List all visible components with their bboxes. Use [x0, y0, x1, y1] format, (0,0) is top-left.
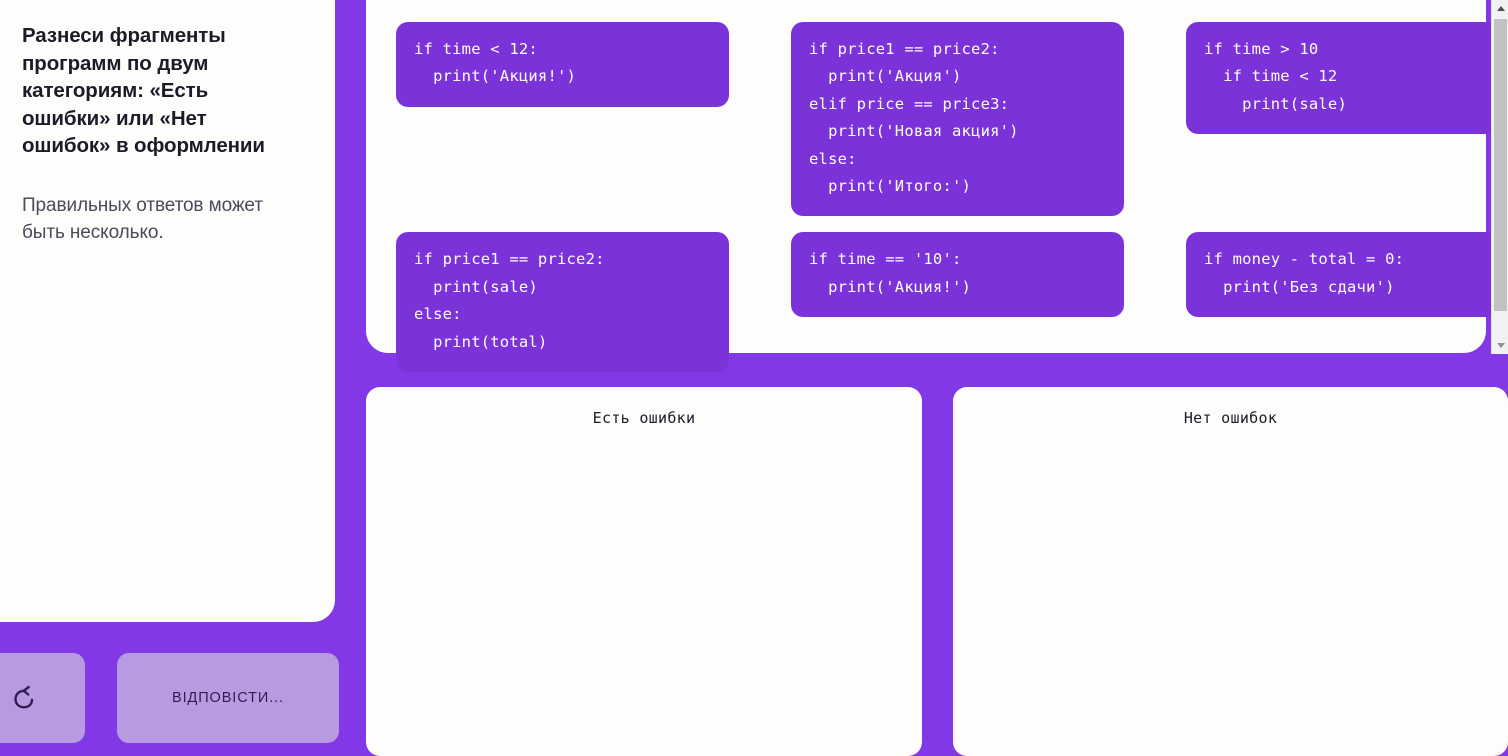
- code-fragment-card[interactable]: if price1 == price2: print('Акция') elif…: [791, 22, 1124, 217]
- dropzone-label: Есть ошибки: [592, 409, 696, 427]
- fragment-pool-row-2: if price1 == price2: print(sale) else: p…: [396, 232, 1508, 373]
- code-fragment-card[interactable]: if time < 12: print('Акция!'): [396, 22, 729, 107]
- dropzone-has-errors[interactable]: Есть ошибки: [366, 387, 922, 756]
- fragment-pool-panel: if time < 12: print('Акция!') if price1 …: [366, 0, 1508, 373]
- dropzone-no-errors[interactable]: Нет ошибок: [953, 387, 1508, 756]
- scroll-up-button[interactable]: [1492, 0, 1508, 17]
- task-description-panel: Разнеси фрагменты программ по двум катег…: [0, 0, 335, 622]
- task-subtitle: Правильных ответов может быть несколько.: [22, 194, 263, 243]
- task-title: Разнеси фрагменты программ по двум катег…: [22, 24, 265, 157]
- scroll-down-arrow-icon: [1496, 343, 1505, 348]
- undo-arrow-icon: [10, 683, 40, 713]
- code-fragment-card[interactable]: if time == '10': print('Акция!'): [791, 232, 1124, 318]
- action-button-row: ВІДПОВІСТИ...: [0, 653, 339, 743]
- scroll-up-arrow-icon: [1496, 6, 1505, 11]
- fragment-pool-row-1: if time < 12: print('Акция!') if price1 …: [396, 22, 1508, 217]
- code-fragment-card[interactable]: if money - total = 0: print('Без сдачи'): [1186, 232, 1508, 318]
- dropzone-label: Нет ошибок: [1183, 409, 1278, 427]
- reset-button[interactable]: [0, 653, 85, 743]
- scrollbar-thumb[interactable]: [1494, 19, 1507, 311]
- code-fragment-card[interactable]: if price1 == price2: print(sale) else: p…: [396, 232, 729, 373]
- category-dropzones: Есть ошибки Нет ошибок: [366, 387, 1508, 756]
- code-fragment-card[interactable]: if time > 10 if time < 12 print(sale): [1186, 22, 1508, 135]
- vertical-scrollbar[interactable]: [1491, 0, 1508, 354]
- scroll-down-button[interactable]: [1492, 337, 1508, 354]
- answer-button[interactable]: ВІДПОВІСТИ...: [117, 653, 339, 743]
